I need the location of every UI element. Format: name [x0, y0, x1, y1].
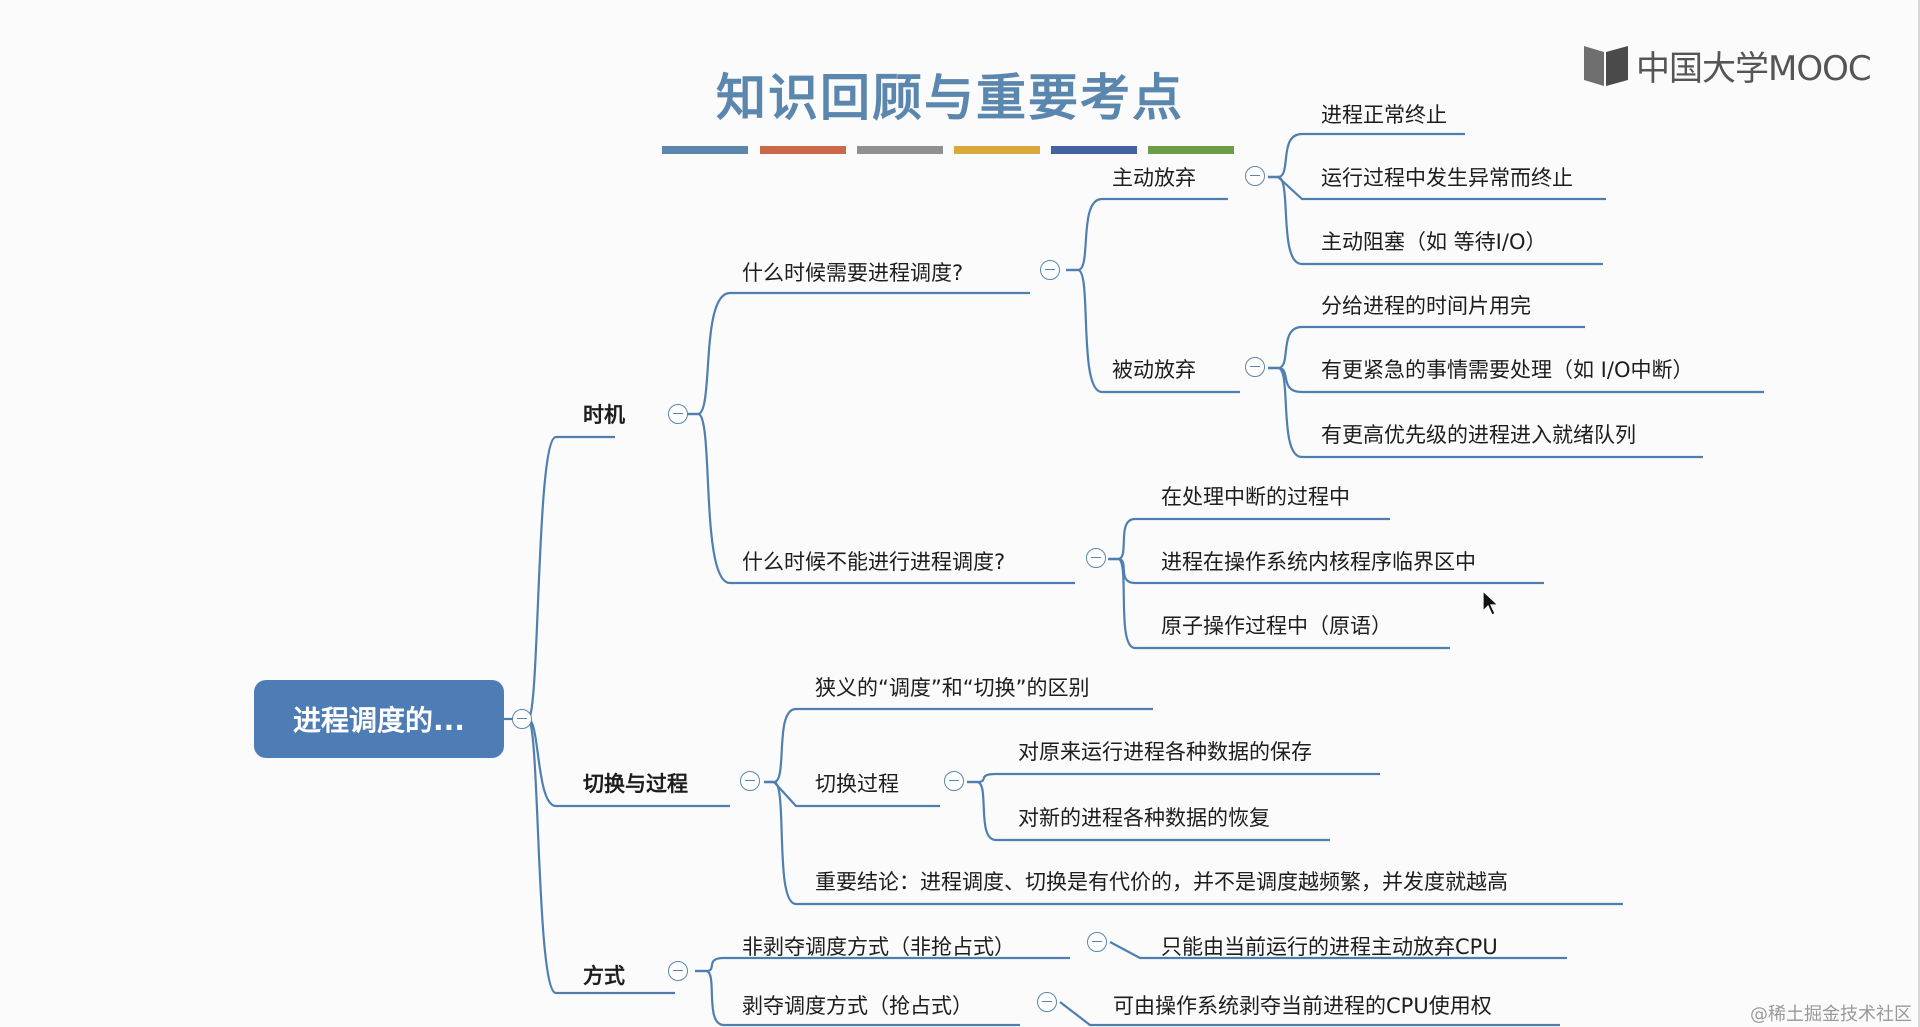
- node-when-needed[interactable]: 什么时候需要进程调度?: [742, 261, 964, 285]
- window-edge: [1918, 0, 1920, 1027]
- slide-title: 知识回顾与重要考点: [716, 69, 1184, 127]
- mouse-cursor-icon: [1482, 590, 1500, 616]
- node-passive[interactable]: 被动放弃: [1112, 358, 1196, 382]
- collapse-toggle-icon[interactable]: [740, 771, 760, 791]
- mooc-logo-text: 中国大学MOOC: [1636, 48, 1872, 89]
- title-color-bar: [662, 146, 748, 154]
- root-node[interactable]: 进程调度的...: [254, 680, 504, 758]
- leaf-handling-interrupt[interactable]: 在处理中断的过程中: [1161, 485, 1350, 509]
- title-color-bar: [760, 146, 846, 154]
- title-color-bar: [1051, 146, 1137, 154]
- collapse-toggle-icon[interactable]: [1040, 260, 1060, 280]
- node-mode[interactable]: 方式: [583, 964, 625, 988]
- leaf-save-old-process[interactable]: 对原来运行进程各种数据的保存: [1018, 740, 1312, 764]
- leaf-active-block[interactable]: 主动阻塞（如 等待I/O）: [1321, 230, 1547, 254]
- node-switch-process[interactable]: 切换过程: [815, 772, 899, 796]
- collapse-toggle-icon[interactable]: [944, 771, 964, 791]
- leaf-normal-termination[interactable]: 进程正常终止: [1321, 103, 1447, 127]
- title-color-bar: [954, 146, 1040, 154]
- node-voluntary[interactable]: 主动放弃: [1112, 166, 1196, 190]
- collapse-toggle-icon[interactable]: [668, 404, 688, 424]
- leaf-kernel-critical-section[interactable]: 进程在操作系统内核程序临界区中: [1161, 550, 1476, 574]
- node-conclusion[interactable]: 重要结论：进程调度、切换是有代价的，并不是调度越频繁，并发度就越高: [815, 870, 1508, 894]
- collapse-toggle-icon[interactable]: [512, 709, 532, 729]
- collapse-toggle-icon[interactable]: [1037, 992, 1057, 1012]
- node-timing[interactable]: 时机: [583, 403, 625, 427]
- leaf-urgent-event[interactable]: 有更紧急的事情需要处理（如 I/O中断）: [1321, 358, 1694, 382]
- leaf-preemptive-desc[interactable]: 可由操作系统剥夺当前进程的CPU使用权: [1113, 994, 1492, 1018]
- leaf-non-preemptive-desc[interactable]: 只能由当前运行的进程主动放弃CPU: [1161, 935, 1498, 959]
- collapse-toggle-icon[interactable]: [1245, 357, 1265, 377]
- leaf-atomic-operation[interactable]: 原子操作过程中（原语）: [1161, 614, 1392, 638]
- collapse-toggle-icon[interactable]: [1087, 932, 1107, 952]
- title-color-bar: [857, 146, 943, 154]
- node-non-preemptive[interactable]: 非剥夺调度方式（非抢占式）: [742, 935, 1015, 959]
- leaf-timeslice-used[interactable]: 分给进程的时间片用完: [1321, 294, 1531, 318]
- collapse-toggle-icon[interactable]: [1086, 548, 1106, 568]
- node-switching[interactable]: 切换与过程: [583, 772, 688, 796]
- title-color-bar: [1148, 146, 1234, 154]
- collapse-toggle-icon[interactable]: [1245, 166, 1265, 186]
- mooc-logo-icon: [1584, 46, 1628, 86]
- leaf-restore-new-process[interactable]: 对新的进程各种数据的恢复: [1018, 806, 1270, 830]
- mooc-logo: 中国大学MOOC: [1582, 42, 1872, 89]
- node-difference[interactable]: 狭义的“调度”和“切换”的区别: [815, 676, 1090, 700]
- watermark: @稀土掘金技术社区: [1750, 1004, 1912, 1025]
- leaf-exception-termination[interactable]: 运行过程中发生异常而终止: [1321, 166, 1573, 190]
- node-when-not[interactable]: 什么时候不能进行进程调度?: [742, 550, 1006, 574]
- node-preemptive[interactable]: 剥夺调度方式（抢占式）: [742, 994, 973, 1018]
- collapse-toggle-icon[interactable]: [668, 961, 688, 981]
- leaf-higher-priority[interactable]: 有更高优先级的进程进入就绪队列: [1321, 423, 1636, 447]
